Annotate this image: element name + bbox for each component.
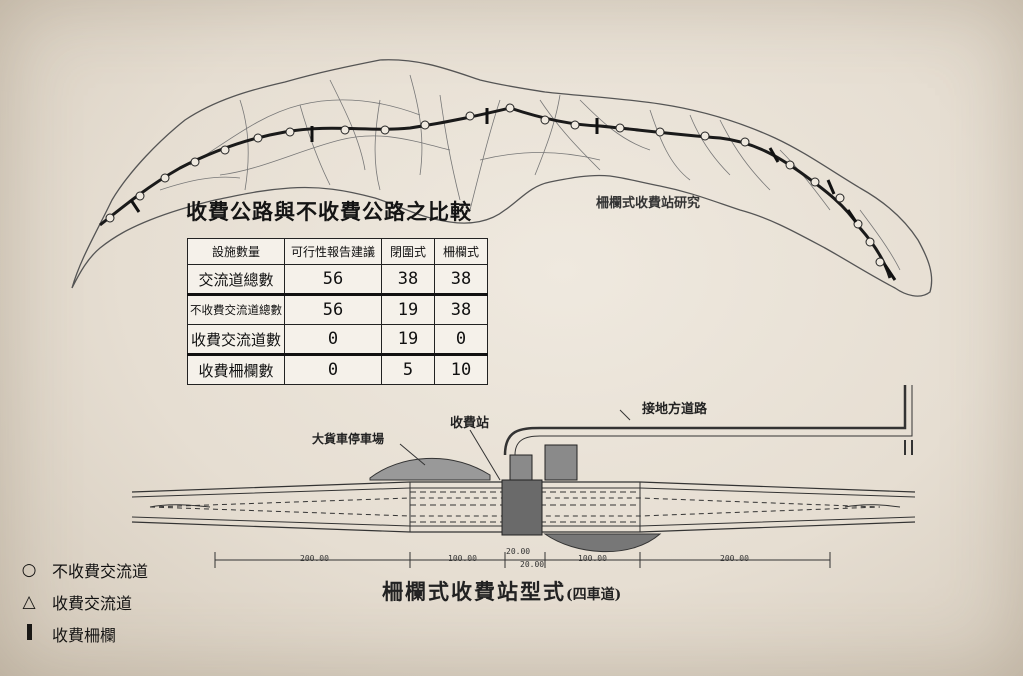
legend-label: 收費交流道 [52, 594, 133, 613]
legend-label: 不收費交流道 [52, 562, 149, 581]
toll-barrier-marks [129, 108, 897, 281]
table-row: 收費柵欄數 0 5 10 [187, 353, 488, 385]
row-label: 交流道總數 [187, 264, 285, 295]
row-label: 不收費交流道總數 [187, 293, 285, 325]
dimension-label: 20.00 [506, 547, 531, 556]
comparison-table: 設施數量 可行性報告建議 閉圍式 柵欄式 交流道總數 56 38 38 不收費交… [187, 238, 488, 385]
table-row: 收費交流道數 0 19 0 [187, 324, 488, 355]
table-cell: 0 [284, 324, 382, 355]
table-cell: 0 [284, 353, 382, 385]
table-cell: 56 [284, 293, 382, 325]
table-cell: 5 [381, 353, 435, 385]
dimension-label: 100.00 [448, 554, 477, 563]
row-label: 收費柵欄數 [187, 353, 285, 385]
table-row: 不收費交流道總數 56 19 38 [187, 293, 488, 325]
legend-item: △ 收費交流道 [18, 590, 132, 614]
table-header-cell: 設施數量 [187, 238, 285, 265]
table-cell: 19 [381, 324, 435, 355]
plan-title: 柵欄式收費站型式(四車道) [382, 576, 621, 606]
table-cell: 38 [434, 264, 488, 295]
table-header-row: 設施數量 可行性報告建議 閉圍式 柵欄式 [187, 238, 488, 265]
table-row: 交流道總數 56 38 38 [187, 264, 488, 295]
toll-station-label: 收費站 [450, 416, 490, 431]
dimension-label: 200.00 [720, 554, 749, 563]
legend-item: ○ 不收費交流道 [18, 558, 148, 582]
plan-title-suffix: (四車道) [566, 587, 622, 603]
circle-icon: ○ [21, 560, 37, 580]
dimension-label: 20.00 [520, 560, 545, 569]
table-cell: 19 [381, 293, 435, 325]
table-header-cell: 柵欄式 [434, 238, 488, 265]
table-cell: 10 [434, 353, 488, 385]
triangle-icon: △ [22, 592, 36, 612]
truck-parking-label: 大貨車停車場 [312, 432, 385, 446]
toll-plaza-plan [131, 385, 916, 568]
table-cell: 56 [284, 264, 382, 295]
truck-parking-area [369, 458, 491, 481]
legend-label: 收費柵欄 [52, 626, 117, 645]
table-cell: 38 [381, 264, 435, 295]
bar-icon [18, 623, 40, 645]
map-title: 收費公路與不收費公路之比較 [186, 200, 472, 224]
table-cell: 0 [434, 324, 488, 355]
table-header-cell: 可行性報告建議 [284, 238, 382, 265]
local-road-label: 接地方道路 [642, 402, 708, 417]
interchange-markers [105, 103, 885, 267]
table-cell: 38 [434, 293, 488, 325]
plan-title-text: 柵欄式收費站型式 [382, 579, 566, 604]
study-label: 柵欄式收費站研究 [596, 196, 701, 211]
row-label: 收費交流道數 [187, 324, 285, 355]
dimension-label: 100.00 [578, 554, 607, 563]
local-road-path [503, 385, 907, 456]
map-coastline [71, 59, 933, 297]
table-header-cell: 閉圍式 [381, 238, 435, 265]
dimension-label: 200.00 [300, 554, 329, 563]
legend-item: 收費柵欄 [18, 622, 116, 646]
